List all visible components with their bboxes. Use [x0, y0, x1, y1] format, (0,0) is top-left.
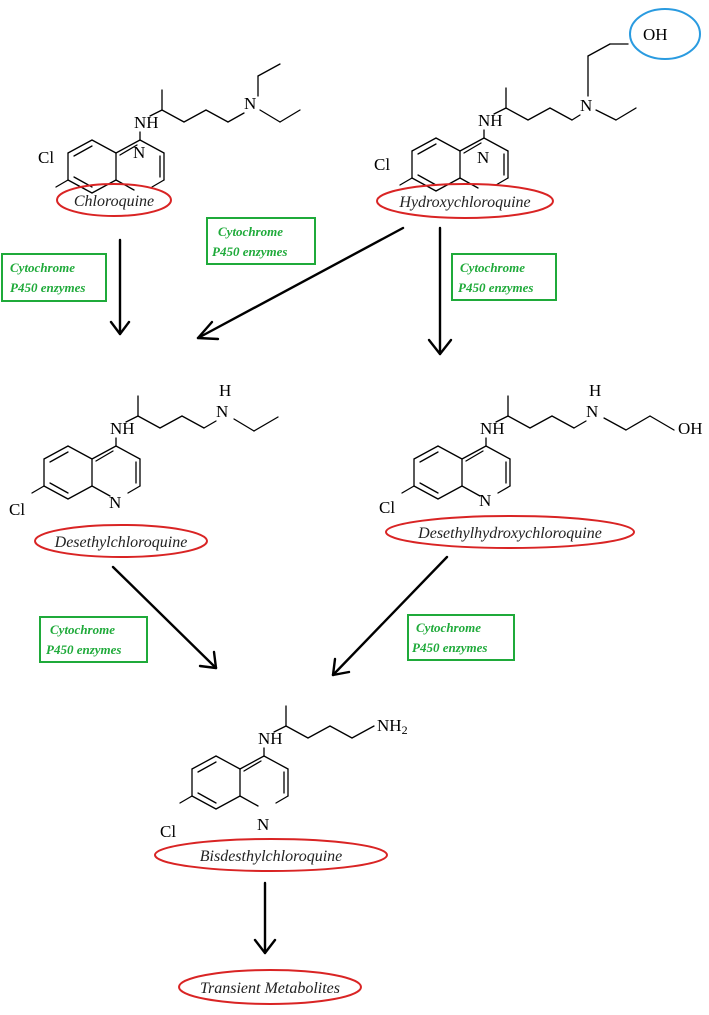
cl-label: Cl	[38, 148, 54, 167]
amine-label: N	[586, 402, 598, 421]
cl-label: Cl	[9, 500, 25, 519]
amine-label: N	[580, 96, 592, 115]
cl-label: Cl	[379, 498, 395, 517]
desethylhydroxychloroquine-ellipse	[385, 515, 635, 549]
bisdesethylchloroquine-name: Bisdesthylchloroquine	[200, 848, 343, 865]
svg-text:Cytochrome: Cytochrome	[460, 260, 525, 275]
ring-n-label: N	[109, 493, 121, 512]
transient-metabolites-ellipse	[178, 969, 362, 1005]
ring-n-label: N	[477, 148, 489, 167]
desethylchloroquine-ellipse	[34, 524, 208, 558]
svg-text:Cytochrome: Cytochrome	[50, 622, 115, 637]
hydroxyl-label: OH	[643, 25, 668, 44]
enzyme-box-lower-right: Cytochrome P450 enzymes	[407, 614, 515, 661]
arrow-hcq-to-desethylhydroxy	[427, 226, 453, 356]
svg-text:P450 enzymes: P450 enzymes	[458, 280, 533, 295]
enzyme-box-center: Cytochrome P450 enzymes	[206, 217, 316, 265]
amine-label: NH2	[377, 716, 408, 737]
svg-text:P450 enzymes: P450 enzymes	[46, 642, 121, 657]
hydroxychloroquine-name: Hydroxychloroquine	[398, 194, 530, 211]
svg-text:Cytochrome: Cytochrome	[10, 260, 75, 275]
amine-label: N	[244, 94, 256, 113]
enzyme-box-lower-left: Cytochrome P450 enzymes	[39, 616, 148, 663]
hydroxyl-label: OH	[678, 419, 703, 438]
desethylhydroxychloroquine-name: Desethylhydroxychloroquine	[417, 525, 602, 542]
h-label: H	[589, 381, 601, 400]
ring-n-label: N	[257, 815, 269, 834]
chloroquine-ellipse	[56, 183, 172, 217]
bisdesethylchloroquine-structure: NH2 NH Cl N	[160, 705, 408, 841]
cl-label: Cl	[160, 822, 176, 841]
desethylhydroxychloroquine-structure: N H OH NH Cl N	[379, 381, 703, 517]
cl-label: Cl	[374, 155, 390, 174]
arrow-to-transient	[253, 881, 277, 955]
h-label: H	[219, 381, 231, 400]
desethylchloroquine-name: Desethylchloroquine	[54, 534, 188, 551]
hydroxyl-highlight	[629, 8, 701, 60]
nh-label: NH	[134, 113, 159, 132]
nh-label: NH	[110, 419, 135, 438]
arrow-desethyl-to-bisdesethyl	[111, 565, 218, 670]
nh-label: NH	[258, 729, 283, 748]
enzyme-box-right: Cytochrome P450 enzymes	[451, 253, 557, 301]
nh-label: NH	[478, 111, 503, 130]
nh-label: NH	[480, 419, 505, 438]
hydroxychloroquine-ellipse	[376, 183, 554, 219]
transient-metabolites-name: Transient Metabolites	[200, 980, 340, 997]
svg-text:P450 enzymes: P450 enzymes	[10, 280, 85, 295]
chloroquine-structure: N NH Cl N	[38, 63, 301, 194]
ring-n-label: N	[133, 143, 145, 162]
arrow-hcq-to-desethylchloroquine	[196, 226, 405, 341]
svg-text:Cytochrome: Cytochrome	[416, 620, 481, 635]
enzyme-box-left: Cytochrome P450 enzymes	[1, 253, 107, 302]
svg-text:Cytochrome: Cytochrome	[218, 224, 283, 239]
arrow-chloroquine-to-desethyl	[109, 238, 131, 336]
arrow-desethylhydroxy-to-bisdesethyl	[331, 555, 449, 677]
hydroxychloroquine-structure: N NH Cl N	[374, 43, 637, 192]
bisdesethylchloroquine-ellipse	[154, 838, 388, 872]
ring-n-label: N	[479, 491, 491, 510]
svg-text:P450 enzymes: P450 enzymes	[212, 244, 287, 259]
desethylchloroquine-structure: N H NH Cl N	[9, 381, 279, 519]
svg-text:P450 enzymes: P450 enzymes	[412, 640, 487, 655]
amine-label: N	[216, 402, 228, 421]
chloroquine-name: Chloroquine	[74, 193, 154, 210]
